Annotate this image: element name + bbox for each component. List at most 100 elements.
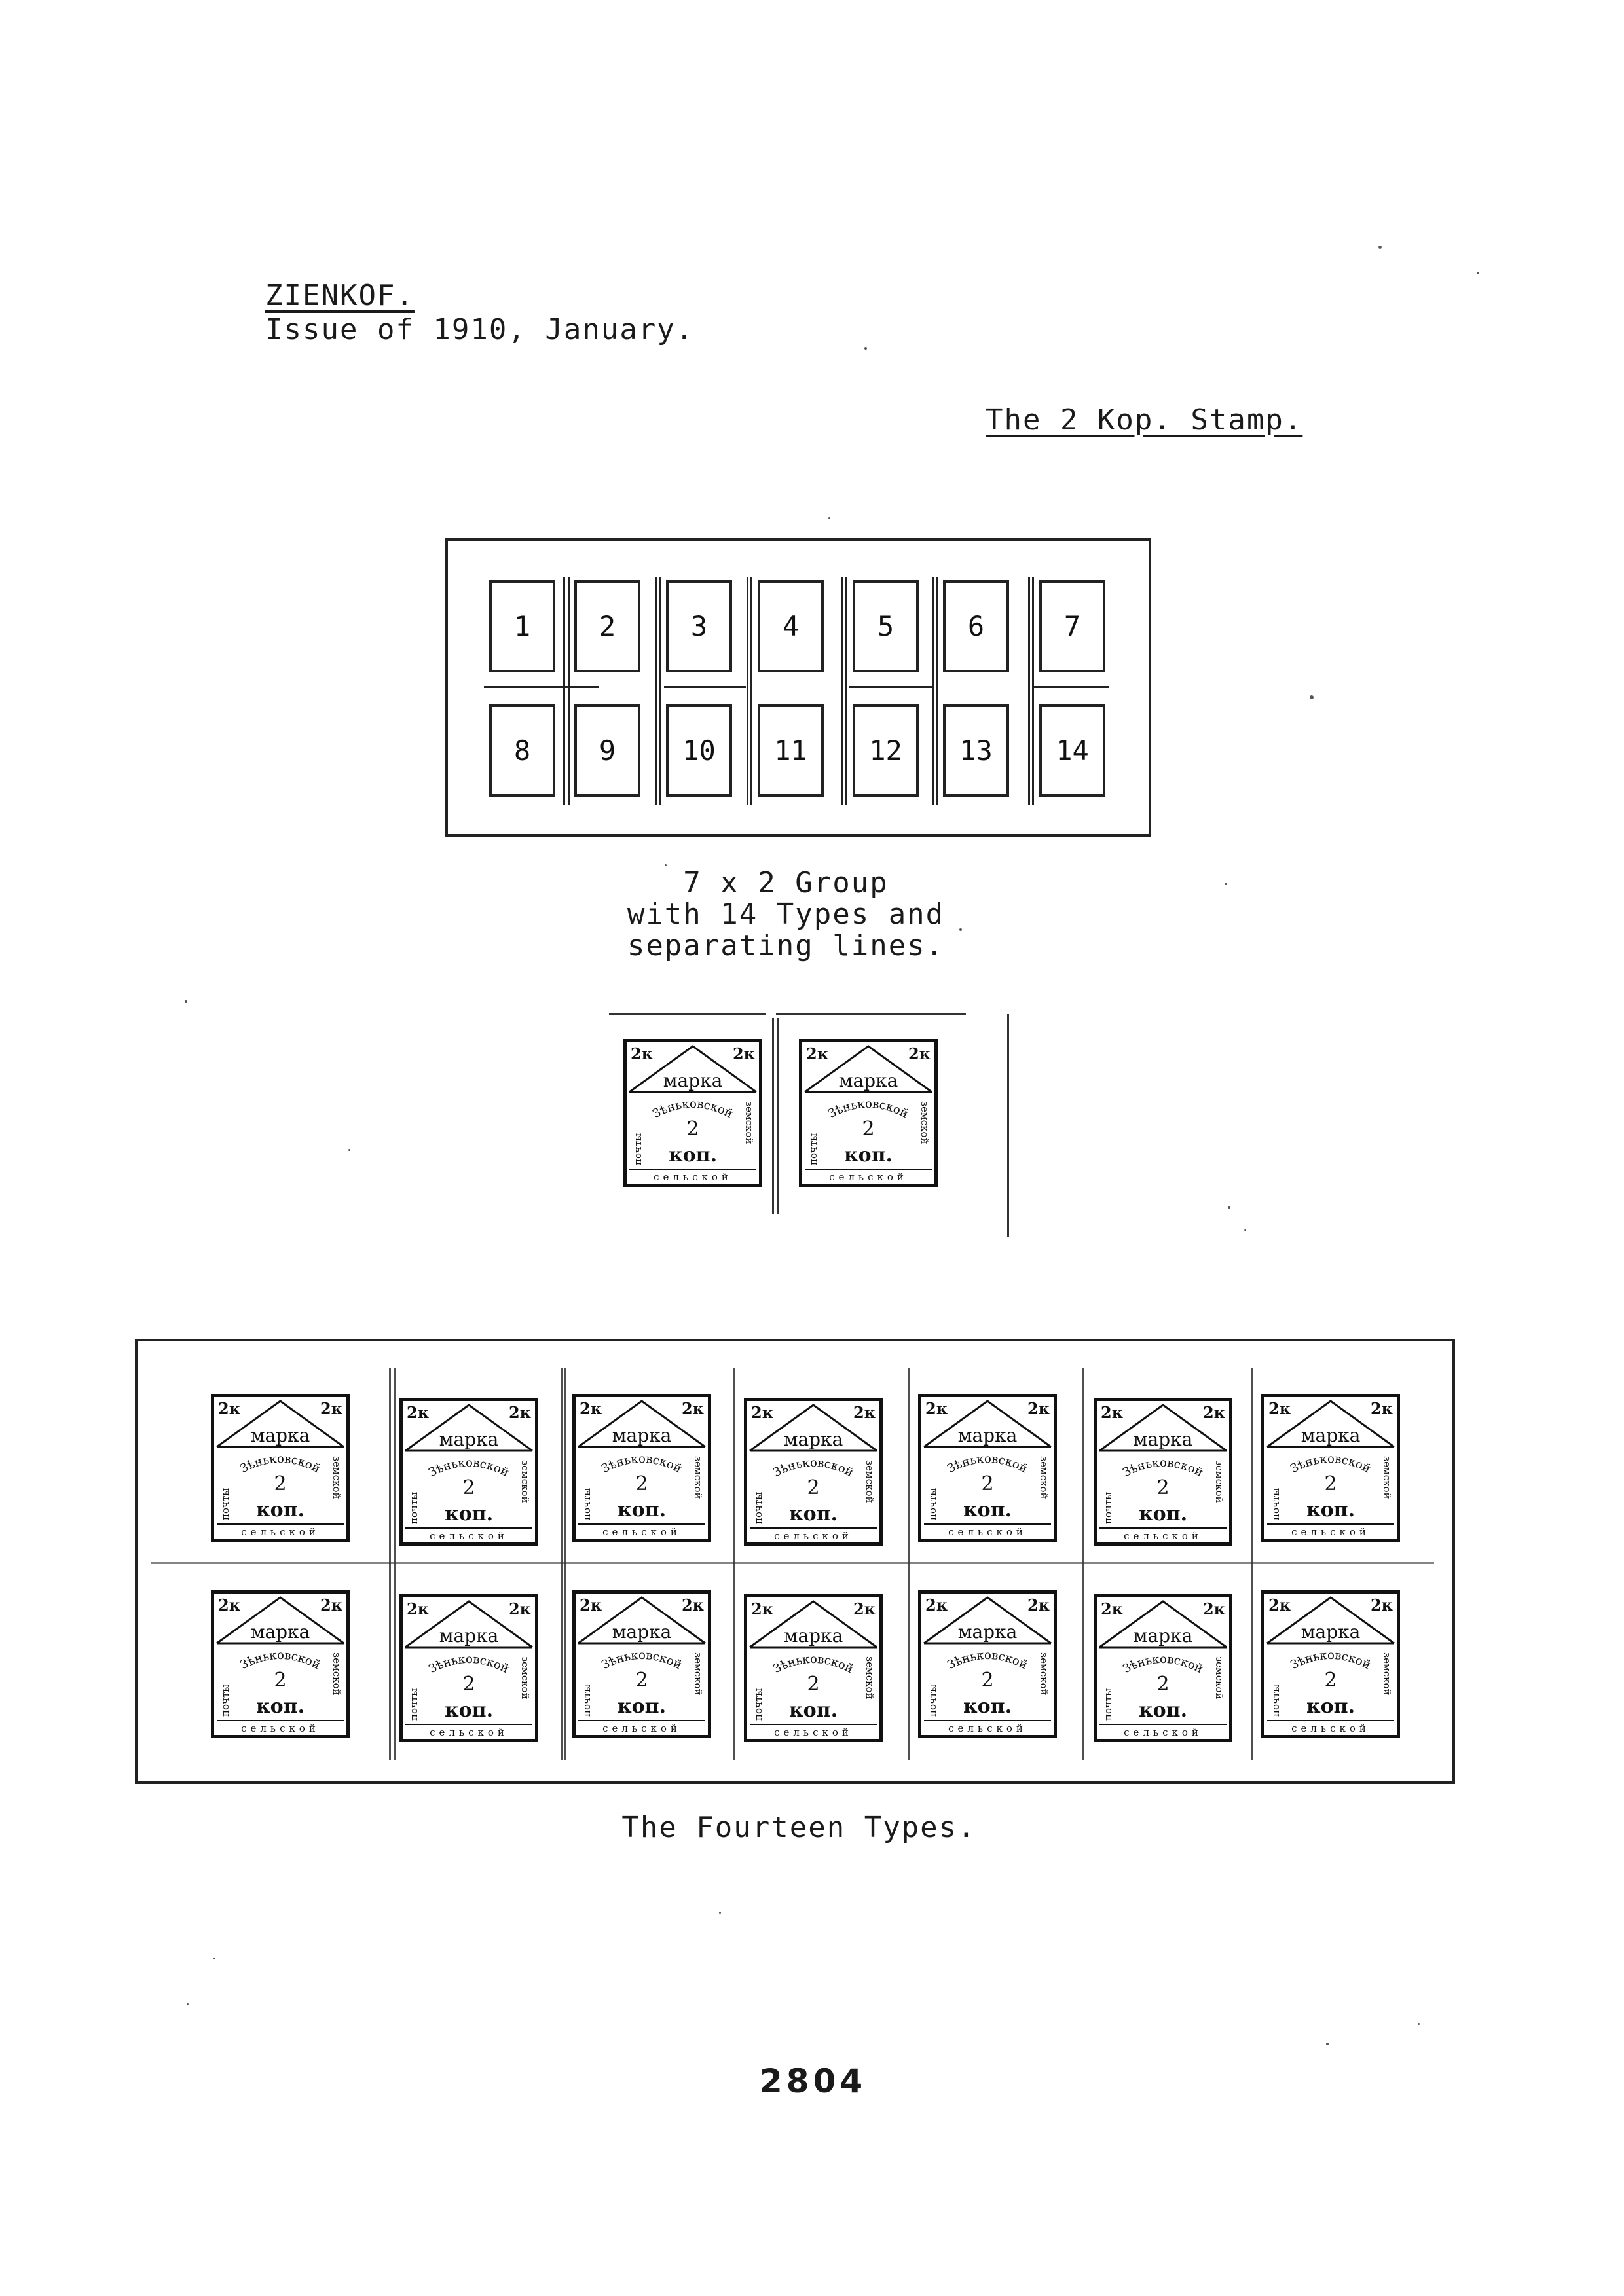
svg-text:сельской: сельской [829, 1171, 908, 1183]
separating-line [609, 1013, 766, 1015]
svg-text:земской: земской [692, 1456, 704, 1499]
svg-text:земской: земской [1038, 1652, 1050, 1696]
svg-text:2к: 2к [853, 1403, 876, 1422]
svg-text:сельской: сельской [1291, 1722, 1370, 1734]
svg-text:земской: земской [331, 1456, 342, 1499]
separating-line [394, 1368, 396, 1760]
svg-text:2к: 2к [407, 1403, 430, 1422]
diagram-cell: 14 [1039, 704, 1105, 797]
svg-text:земской: земской [1381, 1456, 1393, 1499]
svg-text:сельской: сельской [948, 1722, 1027, 1734]
svg-text:2к: 2к [1101, 1403, 1124, 1422]
separating-line [568, 577, 570, 805]
svg-text:почты: почты [581, 1685, 593, 1717]
svg-text:2: 2 [981, 1472, 993, 1495]
svg-text:2к: 2к [1203, 1403, 1226, 1422]
scan-speck [213, 1958, 215, 1959]
svg-text:коп.: коп. [256, 1695, 304, 1718]
svg-text:сельской: сельской [430, 1530, 508, 1542]
separating-line [841, 577, 843, 805]
svg-text:марка: марка [612, 1425, 672, 1446]
svg-text:2к: 2к [908, 1044, 931, 1063]
svg-text:2к: 2к [218, 1399, 241, 1418]
separating-line [750, 577, 752, 805]
scan-speck [187, 2003, 189, 2005]
svg-text:сельской: сельской [774, 1726, 853, 1738]
separating-line [1032, 577, 1034, 805]
svg-text:марка: марка [1134, 1625, 1193, 1647]
group-caption-line: separating lines. [627, 929, 945, 962]
separating-line [655, 577, 657, 805]
svg-text:земской: земской [1038, 1456, 1050, 1499]
diagram-cell: 8 [489, 704, 555, 797]
separating-line [777, 1018, 779, 1214]
svg-text:2к: 2к [580, 1399, 602, 1418]
svg-text:коп.: коп. [618, 1499, 666, 1522]
separating-line [908, 1368, 910, 1760]
issue-line: Issue of 1910, January. [265, 313, 695, 346]
svg-text:земской: земской [331, 1652, 342, 1696]
scan-speck [1326, 2043, 1329, 2045]
scan-speck [1477, 272, 1479, 274]
country-heading: ZIENKOF. [265, 279, 415, 312]
svg-text:земской: земской [743, 1101, 755, 1144]
svg-text:марка: марка [251, 1425, 310, 1446]
svg-text:земской: земской [1213, 1656, 1225, 1700]
scan-speck [665, 864, 667, 866]
svg-text:марка: марка [784, 1429, 843, 1450]
svg-text:2: 2 [635, 1472, 648, 1495]
diagram-cell: 7 [1039, 580, 1105, 672]
types-caption: The Fourteen Types. [621, 1811, 976, 1844]
separating-line [484, 686, 599, 688]
scan-speck [959, 928, 962, 931]
svg-text:2: 2 [1324, 1669, 1337, 1692]
svg-text:2к: 2к [580, 1595, 602, 1614]
scan-speck [864, 347, 867, 350]
svg-text:марка: марка [439, 1429, 499, 1450]
svg-text:коп.: коп. [963, 1499, 1012, 1522]
svg-text:сельской: сельской [602, 1526, 681, 1538]
svg-text:2к: 2к [509, 1599, 532, 1618]
svg-text:2: 2 [274, 1669, 286, 1692]
svg-text:2к: 2к [1203, 1599, 1226, 1618]
svg-text:сельской: сельской [948, 1526, 1027, 1538]
svg-text:земской: земской [864, 1656, 876, 1700]
svg-text:2к: 2к [751, 1403, 774, 1422]
separating-line [932, 577, 934, 805]
svg-text:почты: почты [1270, 1488, 1282, 1520]
svg-text:коп.: коп. [1306, 1695, 1355, 1718]
diagram-cell: 9 [574, 704, 640, 797]
page-number: 2804 [760, 2062, 867, 2100]
svg-text:земской: земской [519, 1460, 531, 1503]
svg-text:почты: почты [752, 1688, 764, 1721]
diagram-cell: 6 [943, 580, 1009, 672]
diagram-cell: 1 [489, 580, 555, 672]
scan-speck [185, 1000, 187, 1003]
svg-text:земской: земской [1381, 1652, 1393, 1696]
separating-line [151, 1562, 1434, 1564]
svg-text:почты: почты [1102, 1492, 1114, 1524]
svg-text:марка: марка [251, 1621, 310, 1643]
svg-text:2к: 2к [509, 1403, 532, 1422]
diagram-cell: 4 [758, 580, 824, 672]
separating-line [389, 1368, 391, 1760]
svg-text:марка: марка [958, 1621, 1018, 1643]
svg-text:2: 2 [686, 1118, 699, 1140]
svg-text:земской: земской [519, 1656, 531, 1700]
svg-text:2: 2 [807, 1673, 819, 1696]
svg-text:2к: 2к [1027, 1595, 1050, 1614]
separating-line [845, 577, 847, 805]
svg-text:2к: 2к [631, 1044, 654, 1063]
svg-text:2к: 2к [1371, 1399, 1393, 1418]
